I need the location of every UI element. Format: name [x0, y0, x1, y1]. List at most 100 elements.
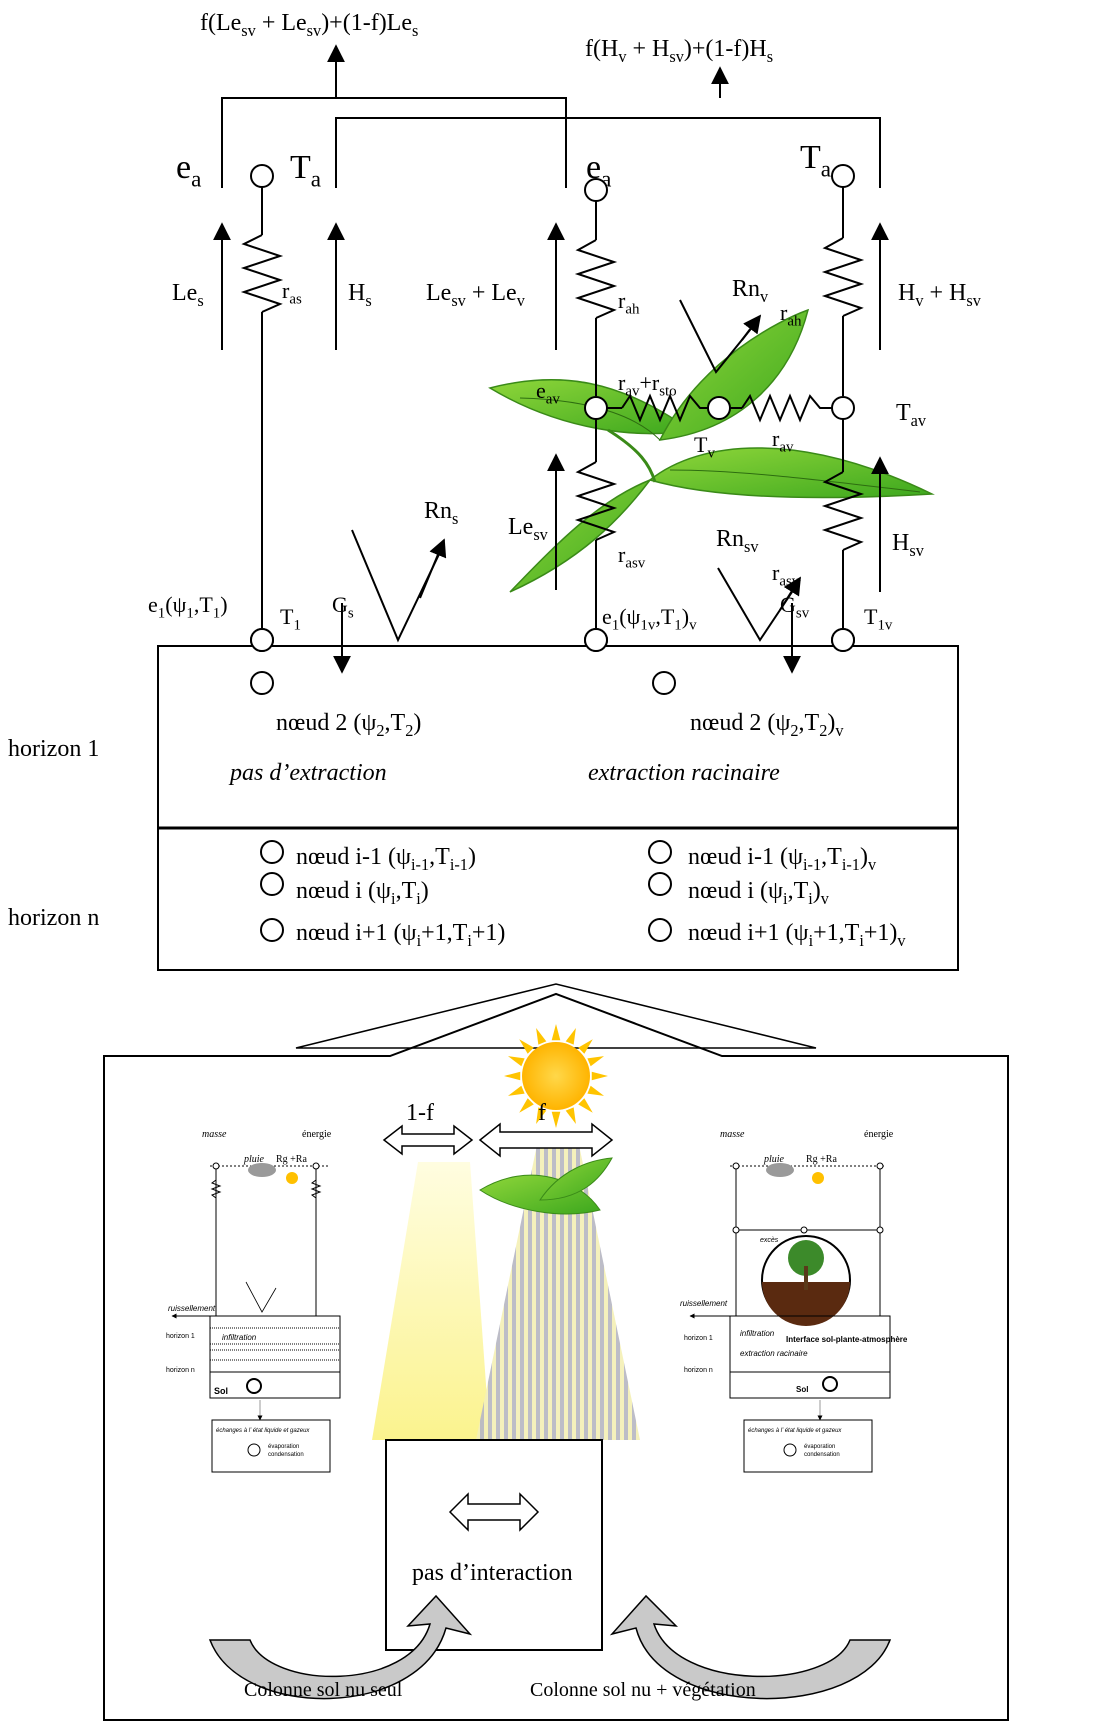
node-i-left	[260, 872, 284, 896]
light-beam-bare	[372, 1162, 490, 1440]
svg-text:condensation: condensation	[268, 1452, 304, 1458]
curved-arrow-right	[609, 1594, 892, 1700]
node-i-1-left	[260, 840, 284, 864]
label-t-av: Tav	[896, 400, 927, 430]
label-node-i1-right: nœud i+1 (ψi+1,Ti+1)v	[688, 920, 906, 950]
sensible-bracket	[335, 117, 881, 188]
label-node-i1-left: nœud i+1 (ψi+1,Ti+1)	[296, 920, 505, 950]
node-i-1-right	[648, 840, 672, 864]
label-r-asv-right: rasv	[772, 560, 800, 590]
label-horizon-n: horizon n	[8, 905, 99, 931]
double-arrow-icon	[448, 1492, 540, 1532]
label-no-extraction: pas d’extraction	[228, 760, 387, 786]
svg-text:Interface sol-plante-atmosphèr: Interface sol-plante-atmosphère	[786, 1335, 908, 1344]
arrow-rn-s	[351, 529, 443, 643]
label-node2-left: nœud 2 (ψ2,T2)	[276, 710, 421, 740]
label-e1v: e1(ψ1v,T1)v	[602, 604, 697, 634]
label-column-bare: Colonne sol nu seul	[244, 1679, 403, 1701]
node-t-a-left	[250, 164, 274, 188]
label-1-f: 1-f	[406, 1100, 434, 1126]
label-h-v-h-sv: Hv + Hsv	[898, 280, 982, 310]
svg-text:évaporation: évaporation	[268, 1444, 299, 1450]
label-rn-v: Rnv	[732, 276, 769, 306]
node-2-left	[250, 671, 274, 695]
double-arrow-1-f	[382, 1124, 474, 1156]
label-e-av: eav	[536, 378, 560, 408]
latent-total-flux: f(Lesv + Lesv)+(1-f)Les	[200, 10, 418, 40]
resistance-r-asv-right	[821, 471, 865, 551]
label-h-sv: Hsv	[892, 530, 925, 560]
label-node-i-left: nœud i (ψi,Ti)	[296, 878, 429, 908]
svg-text:excès: excès	[760, 1237, 779, 1244]
bottom-panel: 1-f f pas d’interaction Colonne sol nu s…	[103, 983, 1009, 1721]
svg-text:horizon 1: horizon 1	[684, 1335, 713, 1342]
light-beam-vegetation	[476, 1140, 640, 1440]
node-t-v	[707, 396, 731, 420]
svg-text:Rg +Ra: Rg +Ra	[806, 1154, 837, 1165]
node-e-av	[584, 396, 608, 420]
label-f: f	[538, 1100, 546, 1126]
label-g-sv: Gsv	[780, 592, 810, 622]
svg-text:ruissellement: ruissellement	[680, 1299, 728, 1308]
svg-text:énergie: énergie	[302, 1129, 332, 1140]
svg-text:condensation: condensation	[804, 1452, 840, 1458]
resistance-r-av-sto	[621, 393, 708, 423]
label-le-sv-le-v: Lesv + Lev	[426, 280, 526, 310]
latent-bracket	[221, 97, 567, 188]
label-node-i-right: nœud i (ψi,Ti)v	[688, 878, 830, 908]
svg-text:échanges à l’ état liquide et: échanges à l’ état liquide et gazeux	[216, 1428, 310, 1434]
label-le-s: Les	[172, 280, 204, 310]
svg-text:échanges à l’ état liquide et: échanges à l’ état liquide et gazeux	[748, 1428, 842, 1434]
svg-text:masse: masse	[202, 1129, 227, 1140]
node-t-av	[831, 396, 855, 420]
label-r-av: rav	[772, 426, 794, 456]
label-t1v: T1v	[864, 604, 893, 634]
label-le-sv: Lesv	[508, 514, 549, 544]
label-node2-right: nœud 2 (ψ2,T2)v	[690, 710, 844, 740]
resistance-r-av	[741, 393, 832, 423]
svg-text:pluie: pluie	[763, 1154, 785, 1165]
node-i1-left	[260, 918, 284, 942]
label-horizon-1: horizon 1	[8, 736, 99, 762]
svg-text:horizon n: horizon n	[166, 1367, 195, 1374]
svg-text:infiltration: infiltration	[222, 1333, 257, 1342]
svg-text:Rg +Ra: Rg +Ra	[276, 1154, 307, 1165]
label-t-a-right: Ta	[800, 139, 831, 183]
resistance-r-as	[240, 234, 284, 313]
node-t-a-right	[831, 164, 855, 188]
svg-text:Sol: Sol	[214, 1386, 228, 1396]
node-e-a-right	[584, 178, 608, 202]
label-root-extraction: extraction racinaire	[588, 760, 780, 786]
label-t1: T1	[280, 604, 301, 634]
label-r-ah-right: rah	[780, 300, 802, 330]
node-i-right	[648, 872, 672, 896]
sensible-total-flux: f(Hv + Hsv)+(1-f)Hs	[585, 36, 773, 66]
double-arrow-f	[478, 1122, 614, 1158]
soil-horizons: horizon 1 horizon n nœud i-1 (ψi-1,Ti-1)…	[8, 628, 959, 971]
label-node-i-1-right: nœud i-1 (ψi-1,Ti-1)v	[688, 844, 877, 874]
top-flux: f(Lesv + Lesv)+(1-f)Les f(Hv + Hsv)+(1-f…	[200, 10, 881, 188]
label-e-a-left: ea	[176, 149, 201, 193]
label-e1: e1(ψ1,T1)	[148, 592, 228, 622]
resistance-r-asv-left	[574, 461, 618, 541]
label-e-a-right: ea	[586, 149, 611, 193]
svg-text:Sol: Sol	[796, 1385, 808, 1394]
mini-diagram-bare: masse énergie pluie Rg +Ra ruissellement…	[166, 1129, 341, 1473]
curved-arrow-left	[208, 1594, 473, 1700]
label-no-interaction: pas d’interaction	[412, 1560, 573, 1586]
label-node-i-1-left: nœud i-1 (ψi-1,Ti-1)	[296, 844, 476, 874]
label-g-s: Gs	[332, 592, 354, 622]
node-2-right	[652, 671, 676, 695]
horizon-n-box	[157, 827, 959, 971]
label-r-asv-left: rasv	[618, 542, 646, 572]
svg-text:horizon 1: horizon 1	[166, 1333, 195, 1340]
svg-text:horizon n: horizon n	[684, 1367, 713, 1374]
bare-soil-column: ea Ta Les ras Hs e1(ψ1,T1) T1 Gs Rns nœu…	[148, 149, 458, 786]
svg-text:masse: masse	[720, 1129, 745, 1140]
sun-icon	[504, 1024, 608, 1128]
resistance-r-ah-right	[821, 237, 865, 317]
svg-text:ruissellement: ruissellement	[168, 1304, 216, 1313]
svg-text:énergie: énergie	[864, 1129, 894, 1140]
label-r-av-sto: rav+rsto	[618, 370, 677, 400]
